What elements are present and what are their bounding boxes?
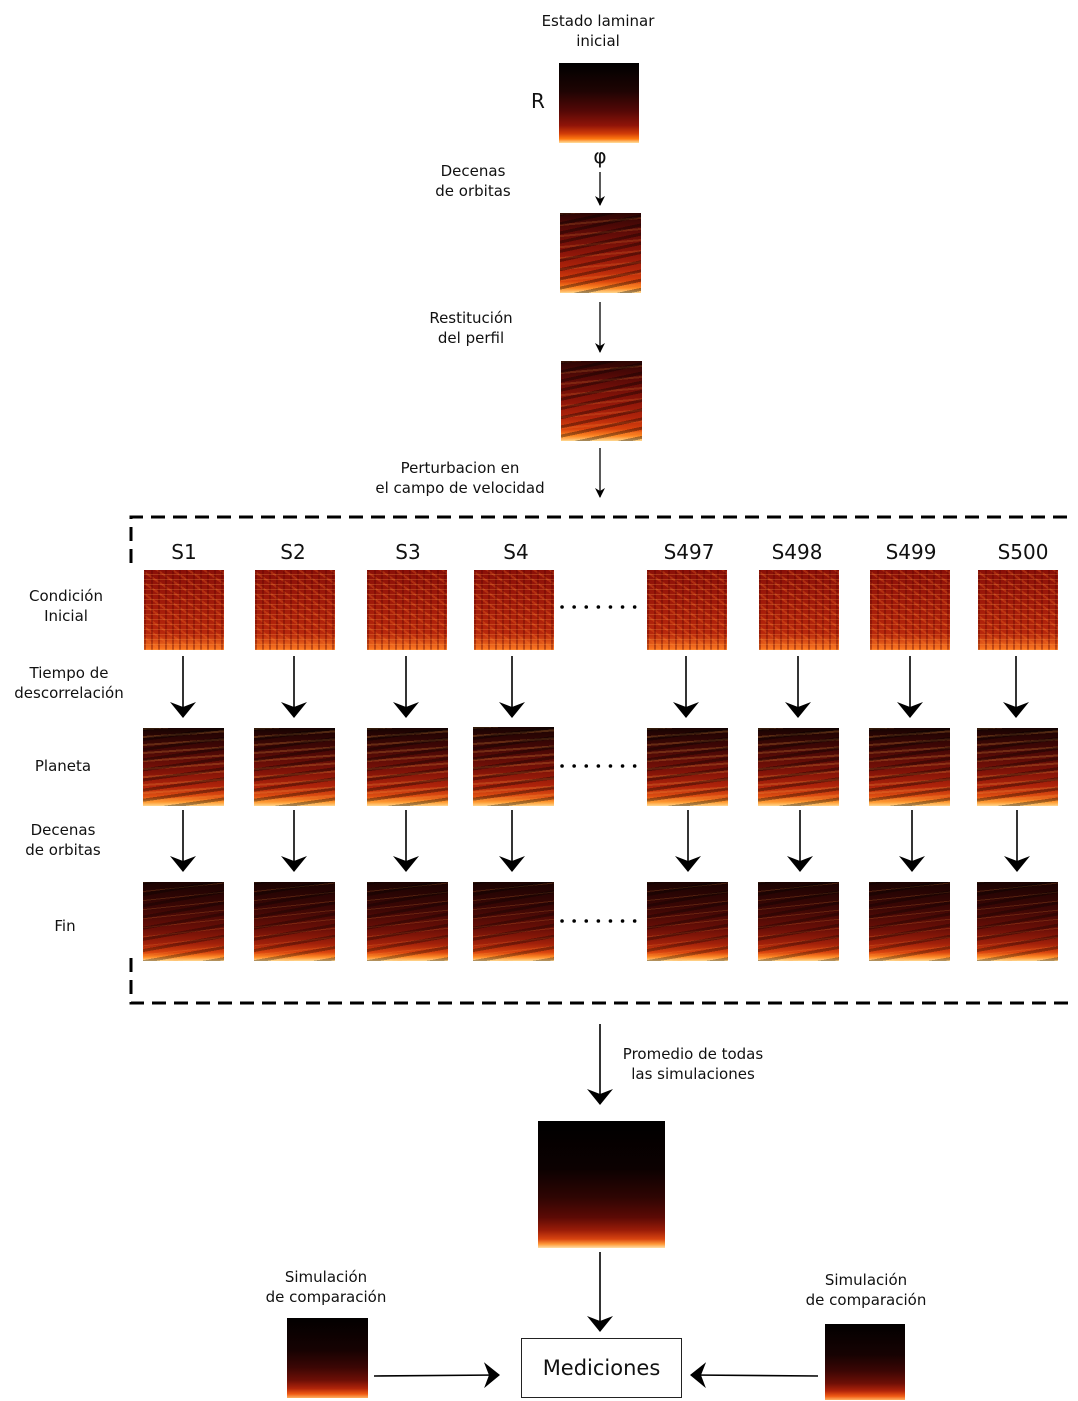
row-label-decorrelation-time: Tiempo de descorrelación <box>14 664 124 702</box>
simulation-ensemble-bracket-top <box>129 515 1075 563</box>
restituted-profile-image <box>561 361 642 441</box>
laminar-state-image <box>559 63 639 143</box>
step-orbits-label: Decenas de orbitas <box>435 162 511 200</box>
initial-condition-s497 <box>647 570 727 650</box>
axis-r-label: R <box>531 89 545 113</box>
initial-state-label: Estado laminar inicial <box>541 12 655 50</box>
initial-condition-s3 <box>367 570 447 650</box>
row-label-planet: Planeta <box>34 757 92 775</box>
end-s1 <box>143 882 224 961</box>
average-result-image <box>538 1121 665 1248</box>
arrow-left-comparison <box>373 1362 500 1389</box>
column-header-s3: S3 <box>395 540 421 564</box>
planet-s1 <box>143 728 224 806</box>
column-header-s2: S2 <box>280 540 306 564</box>
initial-condition-s499 <box>870 570 950 650</box>
initial-condition-s500 <box>978 570 1058 650</box>
row-label-initial-condition: Condición Inicial <box>29 587 103 625</box>
end-s498 <box>758 882 839 961</box>
column-header-s4: S4 <box>503 540 529 564</box>
arrow-right-comparison <box>690 1362 819 1389</box>
planet-s3 <box>367 728 448 806</box>
row-arrows-decorrelation <box>170 656 1029 718</box>
column-header-s499: S499 <box>885 540 937 564</box>
planet-s499 <box>869 728 950 806</box>
end-s3 <box>367 882 448 961</box>
axis-phi-label: φ <box>593 144 607 168</box>
column-header-s497: S497 <box>663 540 715 564</box>
end-s500 <box>977 882 1058 961</box>
planet-s2 <box>254 728 335 806</box>
simulation-ensemble-bracket-bottom <box>129 958 1075 1005</box>
row-label-end: Fin <box>54 917 76 935</box>
initial-condition-s4 <box>474 570 554 650</box>
end-s2 <box>254 882 335 961</box>
column-header-s1: S1 <box>171 540 197 564</box>
row-label-orbits: Decenas de orbitas <box>25 821 101 859</box>
row-arrows-orbits <box>170 810 1030 872</box>
column-header-s500: S500 <box>997 540 1049 564</box>
planet-s497 <box>647 728 728 806</box>
planet-s498 <box>758 728 839 806</box>
column-header-s498: S498 <box>771 540 823 564</box>
initial-condition-s1 <box>144 570 224 650</box>
step-restitution-label: Restitución del perfil <box>429 309 513 347</box>
initial-condition-s2 <box>255 570 335 650</box>
measurements-label: Mediciones <box>542 1356 661 1380</box>
initial-condition-s498 <box>759 570 839 650</box>
end-s499 <box>869 882 950 961</box>
planet-s4 <box>473 727 554 806</box>
measurements-box: Mediciones <box>521 1338 682 1398</box>
comparison-left-label: Simulación de comparación <box>265 1268 387 1306</box>
comparison-right-image <box>825 1324 905 1400</box>
comparison-left-image <box>287 1318 368 1398</box>
end-s497 <box>647 882 728 961</box>
after-orbits-image <box>560 213 641 293</box>
planet-s500 <box>977 728 1058 806</box>
comparison-right-label: Simulación de comparación <box>805 1271 927 1309</box>
end-s4 <box>473 882 554 961</box>
average-label: Promedio de todas las simulaciones <box>622 1045 764 1083</box>
step-perturbation-label: Perturbacion en el campo de velocidad <box>375 459 545 497</box>
